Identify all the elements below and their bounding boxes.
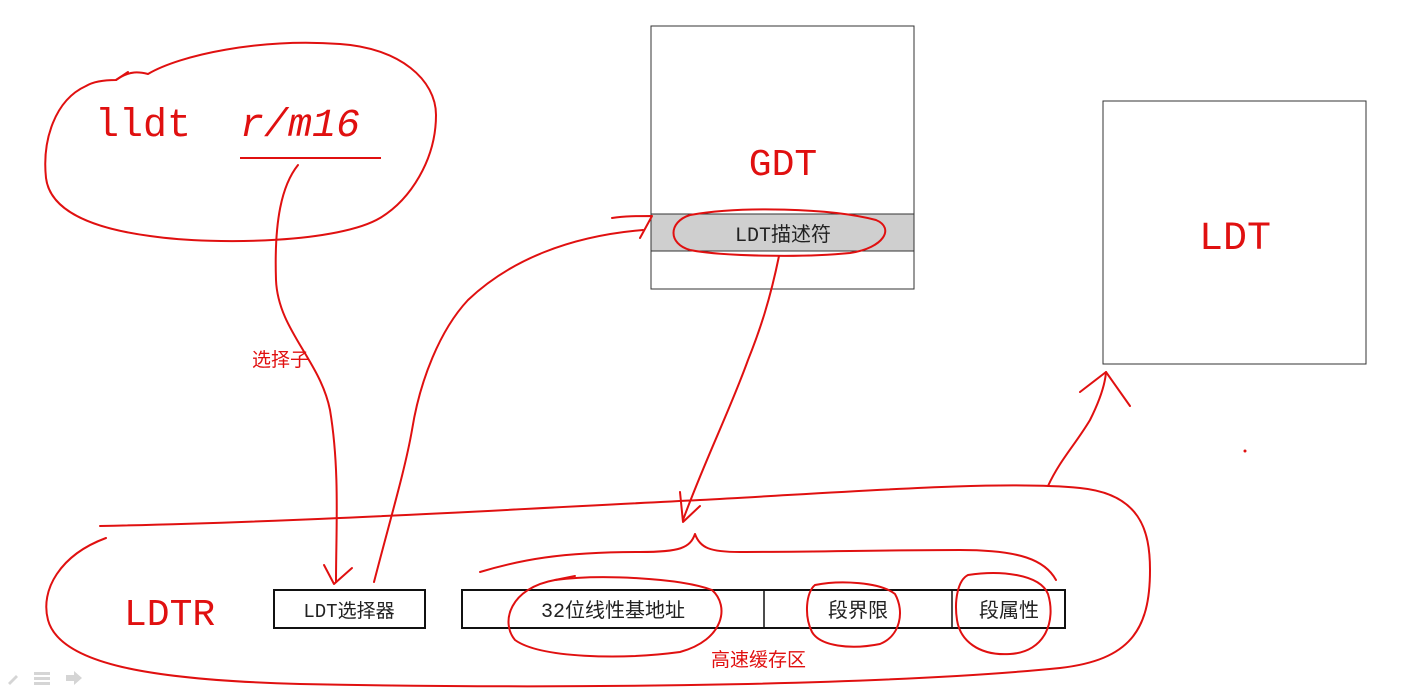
ldt-table: LDT: [1102, 100, 1367, 365]
selector-annotation: 选择子: [252, 349, 309, 371]
arrowhead-cache: [679, 491, 701, 523]
descriptor-ellipse: [672, 208, 887, 257]
next-arrow-icon[interactable]: [66, 671, 82, 685]
gdt-table: GDT LDT描述符: [650, 25, 915, 290]
ldtr-outer-loop: [45, 484, 1151, 688]
segment-attributes-circle: [955, 572, 1052, 656]
ldt-title: LDT: [1199, 217, 1271, 262]
slide-controls: [8, 671, 82, 685]
cache-annotation: 高速缓存区: [711, 649, 806, 671]
ldtr-selector-prefix: LDT: [303, 601, 337, 623]
arrowhead-ldt: [1079, 371, 1131, 407]
gdt-descriptor-prefix: LDT: [735, 225, 771, 248]
base-address-circle: [507, 576, 723, 658]
instruction-circle: [44, 41, 437, 243]
arrow-descriptor-to-cache: [682, 255, 780, 521]
gdt-descriptor-suffix: 描述符: [771, 222, 831, 246]
gdt-descriptor-label: LDT描述符: [735, 222, 831, 248]
arrowhead-selector: [323, 564, 353, 585]
segment-limit-circle: [806, 581, 901, 648]
ldtr-selector-field: [273, 589, 426, 629]
instruction-circle-tick: [115, 71, 129, 81]
instruction-mnemonic: lldt: [95, 104, 191, 149]
segment-limit-field: 段界限: [828, 598, 888, 622]
base-address-field: 32位线性基地址: [541, 598, 685, 624]
base-address-circle-tail: [554, 575, 576, 581]
menu-icon[interactable]: [34, 672, 50, 685]
gdt-ldt-descriptor-row: [650, 213, 915, 252]
handwritten-annotations: [44, 41, 1247, 688]
pen-icon[interactable]: [8, 675, 18, 685]
arrowhead-gdt: [611, 215, 653, 239]
ldt-box: [1102, 100, 1367, 365]
base-address-prefix: 32: [541, 601, 565, 624]
base-address-suffix: 位线性基地址: [565, 598, 685, 622]
arrow-ldtr-to-ldt: [1047, 371, 1107, 487]
cache-brace: [479, 533, 1057, 581]
ldtr-register: LDTR LDT选择器 32位线性基地址 段界限 段属性: [124, 589, 1066, 637]
gdt-title: GDT: [749, 144, 817, 187]
stray-dot: [1243, 449, 1247, 453]
ldtr-selector-label: LDT选择器: [303, 600, 394, 623]
instruction-operand: r/m16: [240, 104, 360, 149]
ldtr-label: LDTR: [124, 594, 215, 637]
arrow-selector-to-gdt: [373, 229, 644, 583]
ldtr-selector-suffix: 选择器: [338, 600, 395, 622]
segment-attributes-field: 段属性: [979, 598, 1039, 622]
arrow-operand-to-selector: [274, 164, 338, 583]
instruction: lldt r/m16: [95, 104, 381, 159]
